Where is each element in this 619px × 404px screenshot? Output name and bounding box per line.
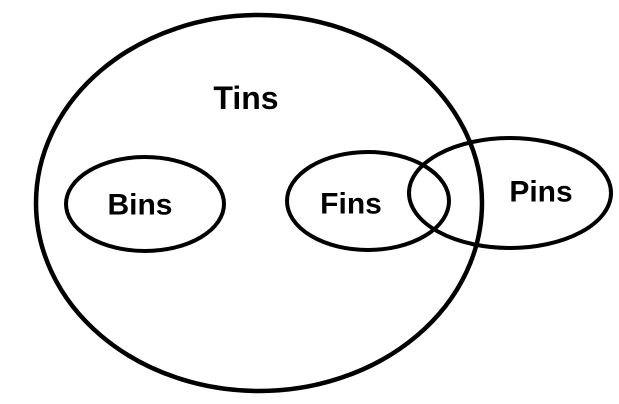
set-pins-label: Pins bbox=[509, 176, 572, 209]
set-bins-label: Bins bbox=[107, 189, 172, 222]
set-fins-label: Fins bbox=[320, 188, 382, 221]
set-bins-outline bbox=[64, 155, 226, 253]
set-tins-outline bbox=[33, 12, 485, 394]
set-fins-outline bbox=[285, 150, 451, 252]
set-pins-outline bbox=[407, 136, 613, 250]
set-tins-label: Tins bbox=[213, 80, 278, 116]
